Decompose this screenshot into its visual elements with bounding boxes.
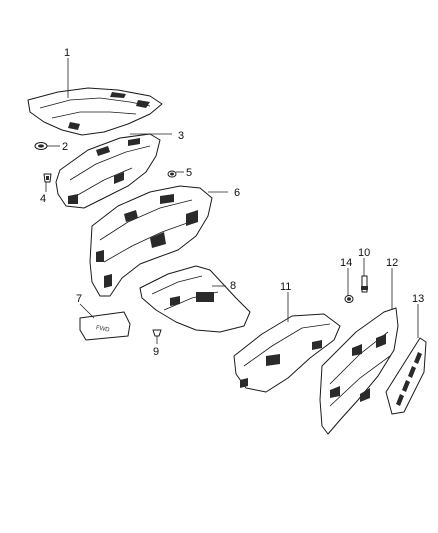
part-13-rear-trim	[385, 337, 427, 415]
part-10-fastener	[361, 275, 368, 293]
part-12-rear-silencer	[319, 307, 399, 435]
part-14-clip	[344, 295, 354, 303]
leader-lines	[45, 58, 419, 344]
part-6-dash-silencer	[89, 185, 213, 297]
callout-4: 4	[40, 193, 46, 205]
callout-12: 12	[386, 257, 398, 269]
part-5-clip	[167, 170, 177, 178]
part-1-insulator	[27, 87, 163, 136]
callout-13: 13	[412, 293, 424, 305]
mat-label: FWD	[95, 325, 110, 333]
part-9-clip	[152, 329, 162, 337]
callout-9: 9	[153, 346, 159, 358]
part-11-rear-floor-silencer	[233, 313, 341, 393]
callout-6: 6	[234, 187, 240, 199]
callout-5: 5	[186, 167, 192, 179]
callout-14: 14	[340, 257, 352, 269]
callout-11: 11	[280, 281, 291, 293]
callout-8: 8	[230, 280, 236, 292]
part-2-clip	[34, 142, 48, 150]
part-7-floor-mat: FWD	[79, 311, 131, 341]
callout-2: 2	[62, 141, 68, 153]
part-4-pin	[43, 173, 52, 183]
callout-10: 10	[358, 247, 370, 259]
callout-1: 1	[64, 47, 70, 59]
part-3-dash-insulator	[55, 133, 161, 209]
part-8-front-floor-silencer	[139, 265, 251, 333]
callout-labels: 1 2 3 4 5 6 7 8 9 10 11 12 13 14	[40, 47, 424, 358]
callout-7: 7	[76, 293, 82, 305]
callout-3: 3	[178, 130, 184, 142]
